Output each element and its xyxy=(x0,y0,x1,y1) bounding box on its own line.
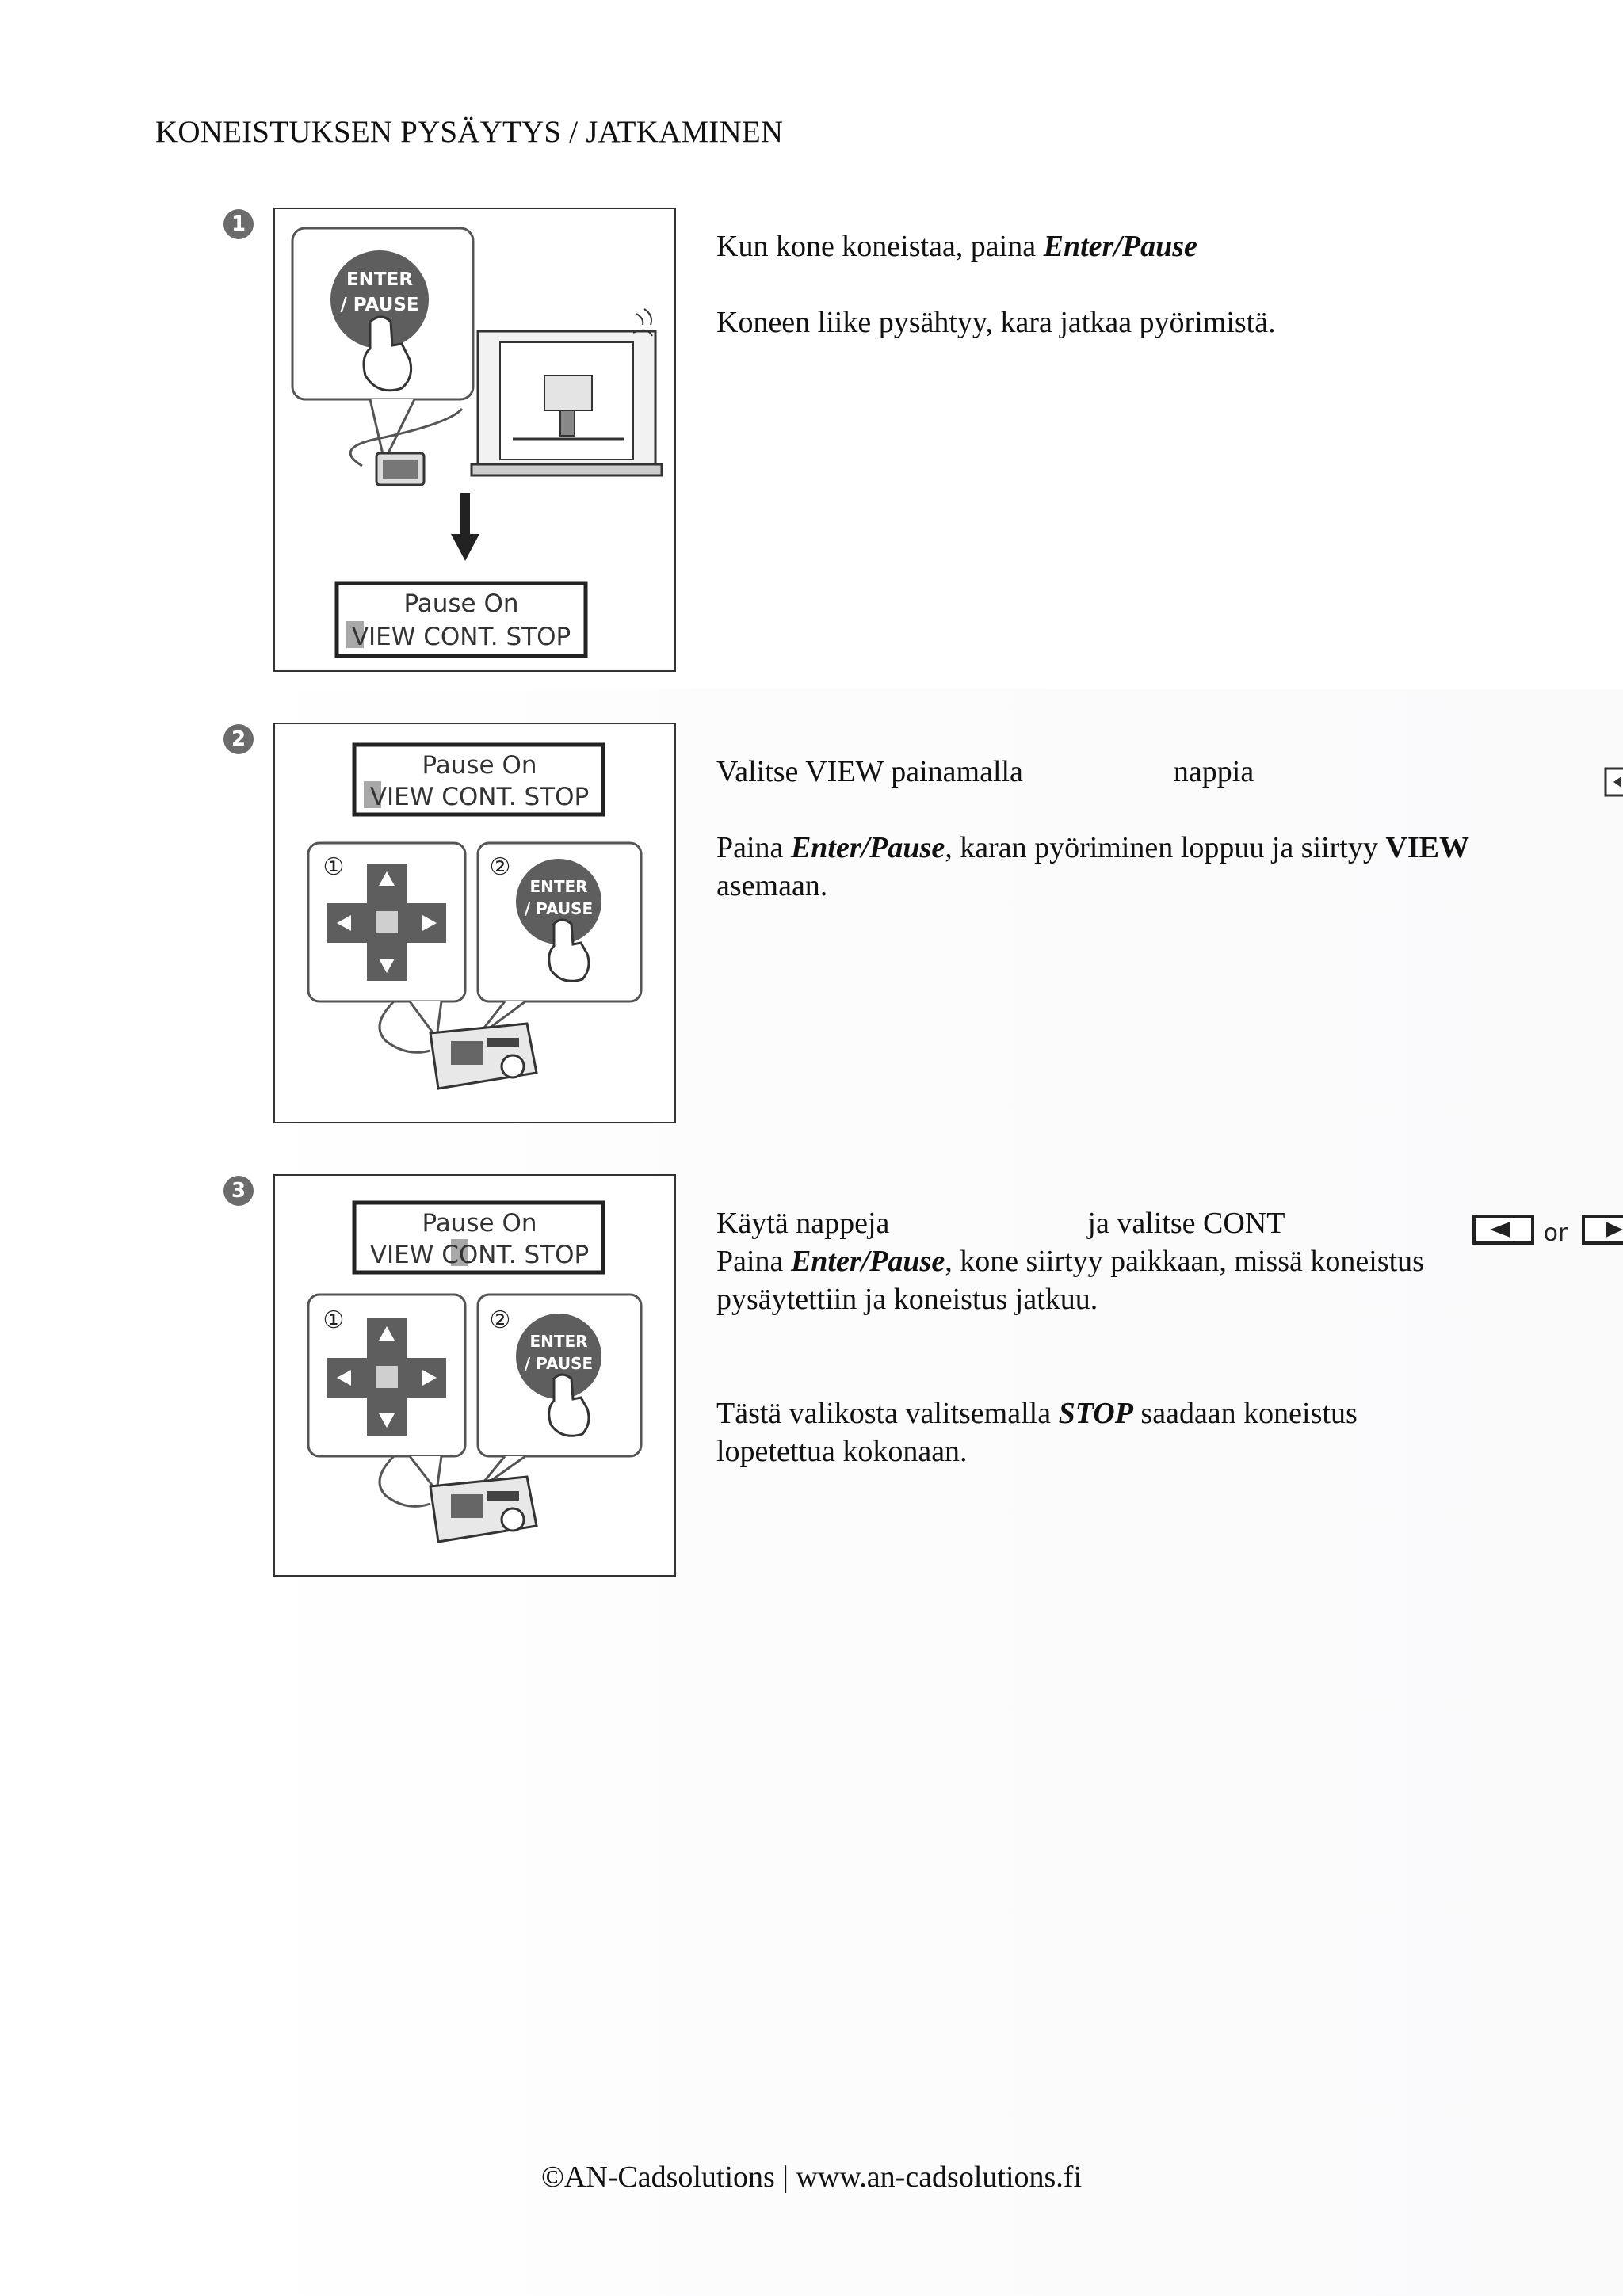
step-3-figure: Pause On VIEW CONT. STOP ① ② ENTER / PAU… xyxy=(273,1174,676,1577)
step-2-figure: Pause On VIEW CONT. STOP ① ② ENTER / PAU… xyxy=(273,723,676,1123)
enter-key-edge-icon xyxy=(1604,767,1623,797)
arrow-keys-or-label: or xyxy=(1544,1219,1568,1247)
step-3-key-bottom-label: / PAUSE xyxy=(525,1354,593,1373)
step-1-lcd-line2: VIEW CONT. STOP xyxy=(352,623,571,651)
step-1-illustration: ENTER / PAUSE Pause On VIEW CONT. STOP xyxy=(291,227,663,658)
step-3-instruction-5: lopetettua kokonaan. xyxy=(716,1435,968,1468)
step-1-badge-icon: 1 xyxy=(223,209,254,239)
step-2-lcd-line2: VIEW CONT. STOP xyxy=(370,783,589,811)
step-2-callout-1: ① xyxy=(323,853,345,881)
step-2-badge-icon: 2 xyxy=(223,724,254,754)
step-2-illustration: Pause On VIEW CONT. STOP ① ② ENTER / PAU… xyxy=(307,742,643,1090)
step-3-illustration: Pause On VIEW CONT. STOP ① ② ENTER / PAU… xyxy=(307,1200,643,1543)
page-title: KONEISTUKSEN PYSÄYTYS / JATKAMINEN xyxy=(155,115,784,149)
step-3-instruction-3: pysäytettiin ja koneistus jatkuu. xyxy=(716,1283,1098,1316)
step-1-key-top-label: ENTER xyxy=(346,269,413,290)
step-2-instruction-3: asemaan. xyxy=(716,869,828,902)
step-2-lcd-line1: Pause On xyxy=(422,751,537,780)
page-footer: ©AN-Cadsolutions | www.an-cadsolutions.f… xyxy=(540,2161,1083,2194)
step-3-instruction-2: Paina Enter/Pause, kone siirtyy paikkaan… xyxy=(716,1245,1424,1278)
step-3-instruction-4: Tästä valikosta valitsemalla STOP saadaa… xyxy=(716,1397,1358,1430)
left-arrow-key-icon xyxy=(1472,1215,1534,1245)
step-1-instruction-2: Koneen liike pysähtyy, kara jatkaa pyöri… xyxy=(716,306,1276,339)
step-2-key-top-label: ENTER xyxy=(529,877,587,896)
step-2-callout-2: ② xyxy=(490,853,511,881)
step-1-instruction-1: Kun kone koneistaa, paina Enter/Pause xyxy=(716,230,1197,263)
step-1-key-bottom-label: / PAUSE xyxy=(340,295,418,315)
step-1-figure: ENTER / PAUSE Pause On VIEW CONT. STOP xyxy=(273,208,676,672)
right-arrow-key-icon xyxy=(1582,1215,1623,1245)
step-3-badge-icon: 3 xyxy=(223,1176,254,1206)
step-1-lcd-line1: Pause On xyxy=(403,589,518,618)
arrow-keys-icon-group: or xyxy=(1472,1215,1623,1247)
step-3-key-top-label: ENTER xyxy=(529,1332,587,1351)
step-3-lcd-line2: VIEW CONT. STOP xyxy=(370,1241,589,1269)
step-3-callout-2: ② xyxy=(490,1306,511,1334)
step-2-key-bottom-label: / PAUSE xyxy=(525,899,593,918)
step-3-lcd-line1: Pause On xyxy=(422,1209,537,1238)
step-2-instruction-2: Paina Enter/Pause, karan pyöriminen lopp… xyxy=(716,831,1469,864)
step-3-callout-1: ① xyxy=(323,1306,345,1334)
